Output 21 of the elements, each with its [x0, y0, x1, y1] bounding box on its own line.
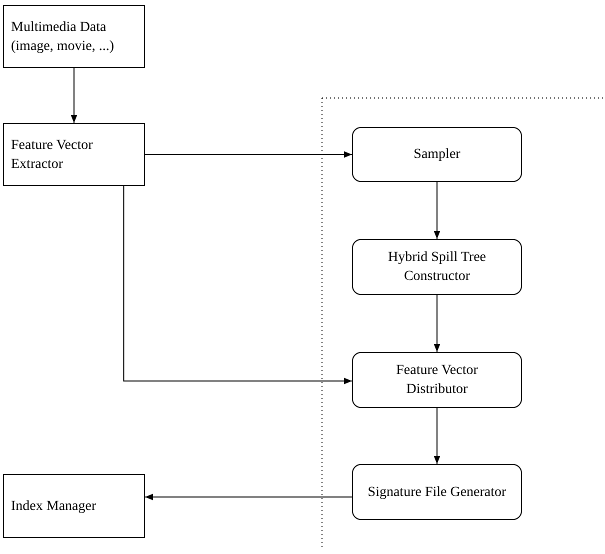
arrow	[123, 186, 352, 384]
data-box	[3, 123, 145, 186]
box-label: Hybrid Spill Tree Constructor	[386, 249, 487, 286]
data-box	[3, 5, 145, 68]
box-label: Multimedia Data (image, movie, ...)	[11, 18, 116, 56]
box-label: Index Manager	[11, 498, 96, 516]
arrow	[434, 408, 440, 464]
arrow	[144, 151, 352, 158]
process-box	[352, 127, 522, 182]
box-label: Feature Vector Distributor	[395, 362, 479, 399]
arrow	[70, 68, 78, 124]
arrow	[434, 294, 440, 352]
box-label: Feature Vector Extractor	[11, 136, 94, 174]
arrow	[434, 182, 440, 240]
process-box	[352, 464, 522, 520]
box-label: Signature File Generator	[368, 484, 506, 502]
process-box	[352, 239, 522, 295]
arrow	[144, 494, 352, 500]
box-label: Sampler	[414, 146, 460, 164]
process-box	[352, 352, 522, 408]
data-box	[3, 474, 145, 538]
